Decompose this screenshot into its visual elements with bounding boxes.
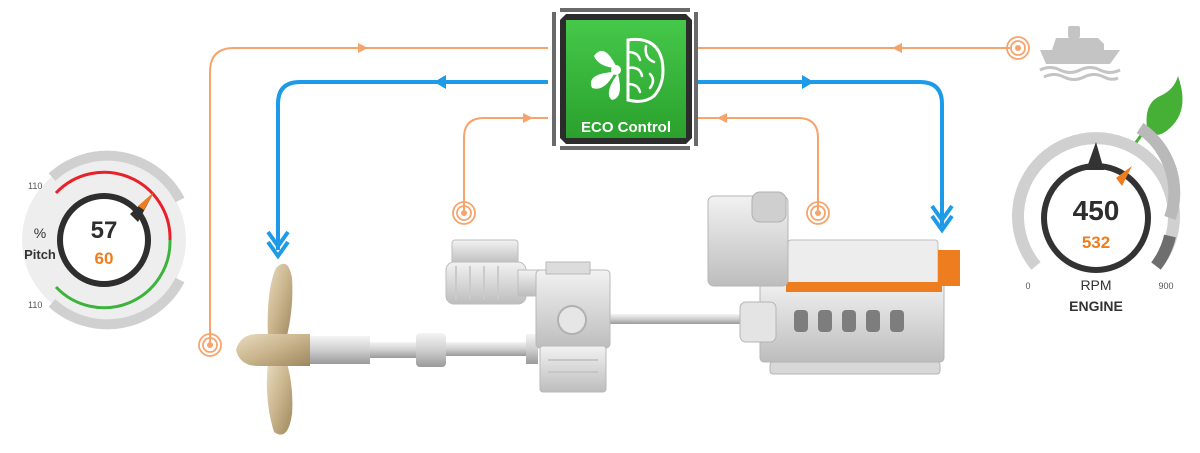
pitch-unit: % xyxy=(34,225,46,241)
engine-rpm-gauge: 450 532 RPM ENGINE 0 900 xyxy=(1012,123,1181,314)
propeller-blade-lower xyxy=(266,360,293,435)
arrow-down xyxy=(266,230,290,250)
signal-line-gearbox xyxy=(463,117,548,210)
engine-scale-max: 900 xyxy=(1158,281,1173,291)
gauge-green-band xyxy=(54,239,172,310)
gauge-scale-upper xyxy=(48,150,185,203)
gauge-dark-segment xyxy=(1151,234,1176,270)
propeller-hub xyxy=(236,334,310,366)
alternator-icon xyxy=(445,239,545,305)
pitch-scale-top: 110 xyxy=(28,181,42,191)
engine-label: ENGINE xyxy=(1069,298,1123,314)
chip-face xyxy=(566,20,686,138)
pitch-scale-bottom: 110 xyxy=(28,300,42,310)
chip-pins xyxy=(552,8,698,150)
arrow-down xyxy=(930,204,954,224)
gauge-needle xyxy=(1086,142,1104,170)
arrow-left xyxy=(892,43,902,53)
pitch-label: Pitch xyxy=(24,247,56,262)
gauge-dial xyxy=(57,193,151,287)
propeller-icon xyxy=(236,263,310,435)
control-line-pitch xyxy=(276,80,548,250)
gearbox-icon xyxy=(535,261,611,393)
engine-icon xyxy=(707,191,960,375)
pitch-gauge: 110 110 % Pitch 57 60 xyxy=(22,150,186,330)
engine-rpm-value: 450 xyxy=(1073,195,1120,226)
signal-lines xyxy=(209,43,1010,345)
eco-control-label: ECO Control xyxy=(581,119,671,136)
sensor-icon xyxy=(452,201,476,225)
engine-unit: RPM xyxy=(1080,277,1111,293)
gauge-setpoint-marker xyxy=(1116,166,1132,186)
gauge-setpoint-marker xyxy=(138,192,154,210)
sensor-icon xyxy=(1006,36,1030,60)
engine-scale-min: 0 xyxy=(1025,281,1030,291)
propeller-shaft xyxy=(310,314,756,367)
signal-line-engine xyxy=(698,117,819,210)
engine-cylinders xyxy=(794,310,904,332)
arrow-down xyxy=(266,240,290,260)
control-line-engine xyxy=(698,80,944,226)
arrow-down xyxy=(930,214,954,234)
propeller-blade-upper xyxy=(267,263,293,340)
sensor-icon xyxy=(806,201,830,225)
arrow-left xyxy=(434,75,446,89)
gauge-scale-lower xyxy=(48,277,185,330)
sensor-icon xyxy=(198,333,222,357)
arrow-right xyxy=(358,43,368,53)
arrow-right xyxy=(802,75,814,89)
gauge-scale-highlight xyxy=(1136,123,1181,220)
pitch-setpoint: 60 xyxy=(95,249,114,268)
arrow-right xyxy=(523,113,533,123)
pitch-value: 57 xyxy=(91,217,118,244)
ship-icon xyxy=(1039,26,1121,81)
gauge-red-band xyxy=(54,170,172,241)
engine-rpm-setpoint: 532 xyxy=(1082,233,1110,252)
eco-control-unit[interactable]: ECO Control xyxy=(552,8,698,150)
propeller-brain-icon xyxy=(590,37,665,103)
arrow-left xyxy=(717,113,727,123)
signal-line-propeller xyxy=(209,47,548,345)
